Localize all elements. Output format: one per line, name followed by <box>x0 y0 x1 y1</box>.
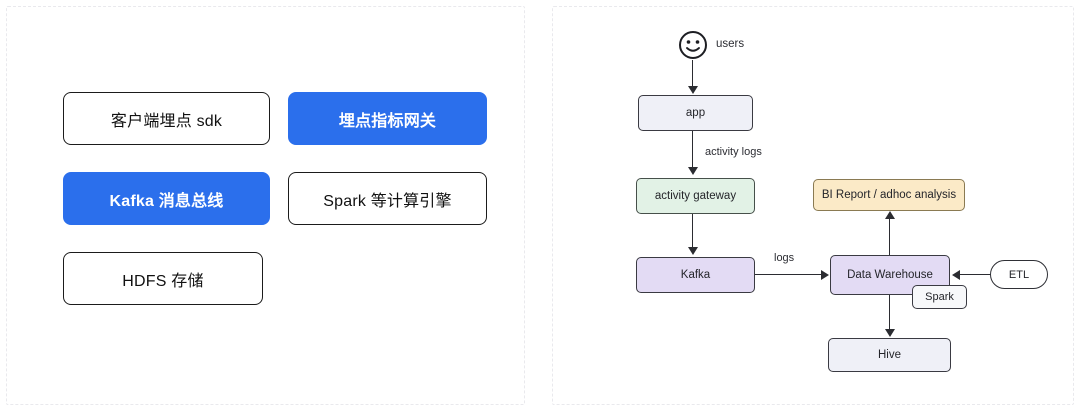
node-label: Kafka <box>680 269 711 281</box>
node-bi-report[interactable]: BI Report / adhoc analysis <box>813 179 965 211</box>
edge-label-logs: logs <box>772 252 797 264</box>
edge-users-app-line <box>692 60 694 87</box>
edge-users-app-arrow <box>688 86 698 94</box>
component-box-metrics-gateway[interactable]: 埋点指标网关 <box>288 92 487 145</box>
edge-kafka-dw-arrow <box>821 270 829 280</box>
node-label: Spark <box>925 291 954 303</box>
edge-kafka-dw-line <box>755 274 822 276</box>
left-panel: 客户端埋点 sdk 埋点指标网关 Kafka 消息总线 Spark 等计算引擎 … <box>6 6 525 405</box>
node-hive[interactable]: Hive <box>828 338 951 372</box>
edge-app-gateway-line <box>692 131 694 168</box>
edge-dw-hive-line <box>889 294 891 330</box>
node-label: Data Warehouse <box>847 269 933 281</box>
node-label: app <box>685 107 706 119</box>
component-box-label: 埋点指标网关 <box>338 112 437 130</box>
edge-etl-dw-line <box>960 274 992 276</box>
smiley-face-icon <box>679 31 707 59</box>
component-box-label: 客户端埋点 sdk <box>110 112 223 130</box>
users-label: users <box>716 38 745 50</box>
component-box-hdfs-storage[interactable]: HDFS 存储 <box>63 252 263 305</box>
edge-dw-bi-arrow <box>885 211 895 219</box>
edge-gateway-kafka-line <box>692 214 694 248</box>
edge-dw-bi-line <box>889 218 891 256</box>
component-box-client-sdk[interactable]: 客户端埋点 sdk <box>63 92 270 145</box>
edge-gateway-kafka-arrow <box>688 247 698 255</box>
component-box-label: HDFS 存储 <box>122 272 204 290</box>
component-box-label: Kafka 消息总线 <box>109 192 224 210</box>
node-app[interactable]: app <box>638 95 753 131</box>
node-label: ETL <box>1008 268 1030 281</box>
component-box-spark-engine[interactable]: Spark 等计算引擎 <box>288 172 487 225</box>
edge-dw-hive-arrow <box>885 329 895 337</box>
node-kafka[interactable]: Kafka <box>636 257 755 293</box>
node-data-warehouse[interactable]: Data Warehouse <box>830 255 950 295</box>
node-label: BI Report / adhoc analysis <box>821 189 957 201</box>
node-label: Hive <box>877 349 901 361</box>
component-box-label: Spark 等计算引擎 <box>323 192 452 210</box>
node-etl[interactable]: ETL <box>990 260 1048 289</box>
edge-etl-dw-arrow <box>952 270 960 280</box>
node-spark[interactable]: Spark <box>912 285 967 309</box>
node-label: activity gateway <box>654 190 737 202</box>
component-box-kafka-bus[interactable]: Kafka 消息总线 <box>63 172 270 225</box>
edge-label-activity-logs: activity logs <box>703 146 764 158</box>
edge-app-gateway-arrow <box>688 167 698 175</box>
node-activity-gateway[interactable]: activity gateway <box>636 178 755 214</box>
